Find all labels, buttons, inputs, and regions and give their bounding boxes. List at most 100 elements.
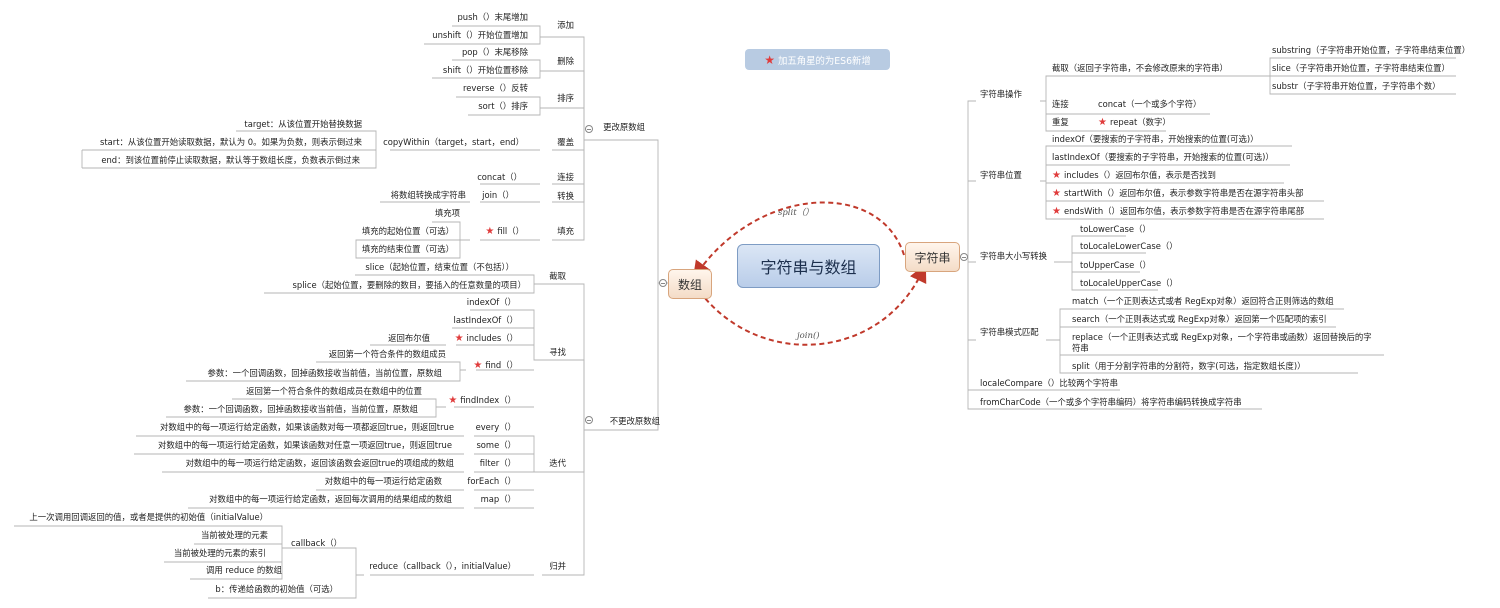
group-slice: 截取: [549, 271, 566, 281]
leaf-findindex: findIndex（）: [448, 395, 516, 406]
some-desc: 对数组中的每一项运行给定函数，如果该函数对任意一项返回true，则返回true: [158, 440, 452, 450]
leaf-shift: shift（）开始位置移除: [442, 65, 528, 75]
leaf-search: search（一个正则表达式或 RegExp对象）返回第一个匹配项的索引: [1072, 314, 1327, 324]
leaf-indexof: indexOf（）: [466, 297, 516, 307]
leaf-copywithin: copyWithin（target，start，end）: [383, 137, 524, 147]
leaf-reduce: reduce（callback（），initialValue）: [369, 561, 516, 571]
param-end: end：到该位置前停止读取数据，默认等于数组长度，负数表示倒过来: [101, 155, 360, 165]
foreach-desc: 对数组中的每一项运行给定函数: [324, 476, 442, 486]
group-convert: 转换: [557, 191, 574, 201]
collapse-toggle[interactable]: [585, 125, 593, 133]
reduce-initial: b：传递给函数的初始值（可选）: [215, 584, 338, 594]
fill-param-end: 填充的结束位置（可选）: [361, 244, 454, 254]
leaf-fill: fill（）: [485, 226, 524, 237]
leaf-localecompare: localeCompare（）比较两个字符串: [980, 378, 1119, 388]
find-desc: 返回第一个符合条件的数组成员: [328, 349, 446, 359]
group-iterate: 迭代: [549, 458, 566, 468]
leaf-string-split: split（用于分割字符串的分割符，数字(可选，指定数组长度)）: [1072, 361, 1306, 371]
group-find: 寻找: [549, 347, 566, 357]
central-topic[interactable]: 字符串与数组: [737, 244, 880, 288]
leaf-repeat-group: 重复: [1052, 117, 1069, 127]
leaf-replace-cont: 符串: [1072, 343, 1089, 353]
leaf-string-concat: concat（一个或多个字符）: [1098, 99, 1202, 109]
group-mutating: 更改原数组: [603, 122, 645, 132]
group-fill: 填充: [557, 226, 574, 236]
leaf-includes: includes（）: [455, 333, 518, 344]
callback-param-current: 当前被处理的元素: [201, 530, 268, 540]
map-desc: 对数组中的每一项运行给定函数，返回每次调用的结果组成的数组: [209, 494, 452, 504]
leaf-tolocalelowercase: toLocaleLowerCase（）: [1080, 241, 1178, 251]
leaf-slice: slice（起始位置，结束位置（不包括））: [365, 262, 514, 272]
group-string-match: 字符串模式匹配: [980, 327, 1039, 337]
collapse-toggle[interactable]: [960, 253, 968, 261]
fill-param-item: 填充项: [434, 208, 460, 218]
leaf-string-slice: slice（子字符串开始位置，子字符串结束位置）: [1272, 63, 1450, 73]
central-topic-label: 字符串与数组: [760, 258, 857, 277]
leaf-startwith: startWith（）返回布尔值，表示参数字符串是否在源字符串头部: [1052, 188, 1304, 199]
group-add: 添加: [557, 20, 574, 30]
includes-desc: 返回布尔值: [388, 333, 430, 343]
leaf-connect: 连接: [1052, 99, 1069, 109]
callback-param-prev: 上一次调用回调返回的值，或者是提供的初始值（initialValue）: [29, 512, 268, 522]
group-delete: 删除: [557, 56, 574, 66]
every-desc: 对数组中的每一项运行给定函数，如果该函数对每一项都返回true，则返回true: [160, 422, 454, 432]
collapse-toggle[interactable]: [659, 279, 667, 287]
leaf-every: every（）: [475, 422, 516, 432]
collapse-toggle[interactable]: [585, 416, 593, 424]
leaf-splice: splice（起始位置，要删除的数目，要插入的任意数量的项目）: [292, 280, 526, 290]
leaf-push: push（）末尾增加: [457, 12, 528, 22]
leaf-callback: callback（）: [290, 538, 342, 548]
group-sort: 排序: [557, 93, 574, 103]
group-string-ops: 字符串操作: [980, 89, 1022, 99]
legend-note: ★加五角星的为ES6新增: [745, 49, 890, 70]
star-icon: ★: [764, 52, 775, 67]
leaf-replace: replace（一个正则表达式或 RegExp对象，一个字符串或函数）返回替换后…: [1072, 332, 1372, 342]
leaf-unshift: unshift（）开始位置增加: [432, 30, 528, 40]
leaf-tolocaleuppercase: toLocaleUpperCase（）: [1080, 278, 1178, 288]
leaf-substring: substring（子字符串开始位置，子字符串结束位置）: [1272, 45, 1471, 55]
arc-label-join: join(): [797, 331, 820, 341]
legend-text: 加五角星的为ES6新增: [777, 55, 871, 67]
leaf-map: map（）: [480, 494, 516, 504]
find-param: 参数：一个回调函数，回掉函数接收当前值，当前位置，原数组: [207, 368, 443, 378]
group-connect: 连接: [557, 172, 574, 182]
param-start: start：从该位置开始读取数据，默认为 0。如果为负数，则表示倒过来: [100, 137, 362, 147]
group-reduce: 归并: [549, 561, 566, 571]
topic-string[interactable]: 字符串: [905, 242, 960, 272]
param-target: target：从该位置开始替换数据: [244, 119, 362, 129]
leaf-string-indexof: indexOf（要搜索的子字符串，开始搜索的位置(可选)）: [1052, 134, 1259, 144]
leaf-find: find（）: [473, 360, 518, 371]
leaf-reverse: reverse（）反转: [463, 83, 528, 93]
leaf-string-includes: includes（）返回布尔值，表示是否找到: [1052, 170, 1216, 181]
leaf-lastindexof: lastIndexOf（）: [453, 315, 518, 325]
leaf-repeat: repeat（数字）: [1098, 117, 1171, 128]
group-cover: 覆盖: [557, 137, 574, 147]
leaf-sort: sort（）排序: [478, 101, 528, 111]
findindex-desc: 返回第一个符合条件的数组成员在数组中的位置: [246, 386, 422, 396]
leaf-substr-group: 截取（返回子字符串，不会修改原来的字符串）: [1052, 63, 1228, 73]
group-non-mutating: 不更改原数组: [609, 416, 660, 426]
arc-label-split: split（）: [778, 208, 814, 218]
leaf-endswith: endsWith（）返回布尔值，表示参数字符串是否在源字符串尾部: [1052, 206, 1304, 217]
findindex-param: 参数：一个回调函数，回掉函数接收当前值，当前位置，原数组: [183, 404, 419, 414]
leaf-join-desc: 将数组转换成字符串: [390, 190, 466, 200]
leaf-concat: concat（）: [477, 172, 522, 182]
topic-string-label: 字符串: [914, 250, 951, 265]
leaf-tolowercase: toLowerCase（）: [1080, 224, 1151, 234]
topic-array-label: 数组: [677, 277, 702, 292]
leaf-filter: filter（）: [479, 458, 516, 468]
callback-param-index: 当前被处理的元素的索引: [173, 548, 266, 558]
leaf-join: join（）: [482, 190, 514, 200]
leaf-some: some（）: [476, 440, 516, 450]
fill-param-start: 填充的起始位置（可选）: [361, 226, 454, 236]
leaf-string-lastindexof: lastIndexOf（要搜索的子字符串，开始搜索的位置(可选)）: [1052, 152, 1274, 162]
leaf-substr: substr（子字符串开始位置，子字符串个数）: [1272, 81, 1441, 91]
leaf-foreach: forEach（）: [467, 476, 516, 486]
callback-param-array: 调用 reduce 的数组: [206, 565, 282, 575]
leaf-touppercase: toUpperCase（）: [1080, 260, 1152, 270]
leaf-match: match（一个正则表达式或者 RegExp对象）返回符合正则筛选的数组: [1072, 296, 1334, 306]
topic-array[interactable]: 数组: [668, 269, 712, 299]
group-string-position: 字符串位置: [980, 170, 1022, 180]
filter-desc: 对数组中的每一项运行给定函数，返回该函数会返回true的项组成的数组: [185, 458, 454, 468]
